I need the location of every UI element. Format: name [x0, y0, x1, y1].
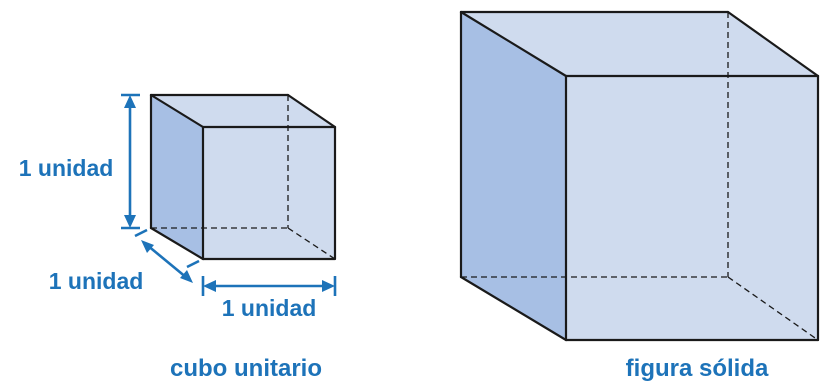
height-dimension: [121, 93, 140, 230]
depth-label: 1 unidad: [49, 268, 144, 294]
solid-right-face: [566, 76, 818, 340]
solid-figure: figura sólida: [459, 10, 820, 382]
width-dimension: [201, 276, 337, 296]
solid-figure-caption: figura sólida: [626, 355, 769, 382]
unit-cube-visible-edges: [149, 93, 337, 261]
unit-cube: 1 unidad 1 unidad 1 unidad cubo unitario: [19, 93, 337, 382]
height-label: 1 unidad: [19, 155, 114, 181]
unit-cube-right-face: [203, 127, 335, 259]
solid-visible-edges: [459, 10, 820, 342]
depth-dimension: [134, 228, 200, 283]
solid-left-face: [461, 12, 566, 340]
unit-cube-caption: cubo unitario: [170, 355, 322, 382]
unit-cube-top-face: [151, 95, 335, 127]
unit-cube-hidden-edges: [151, 95, 336, 260]
unit-cube-left-face: [151, 95, 203, 259]
width-label: 1 unidad: [222, 295, 317, 321]
solid-hidden-edges: [461, 12, 819, 341]
solid-top-face: [461, 12, 818, 76]
